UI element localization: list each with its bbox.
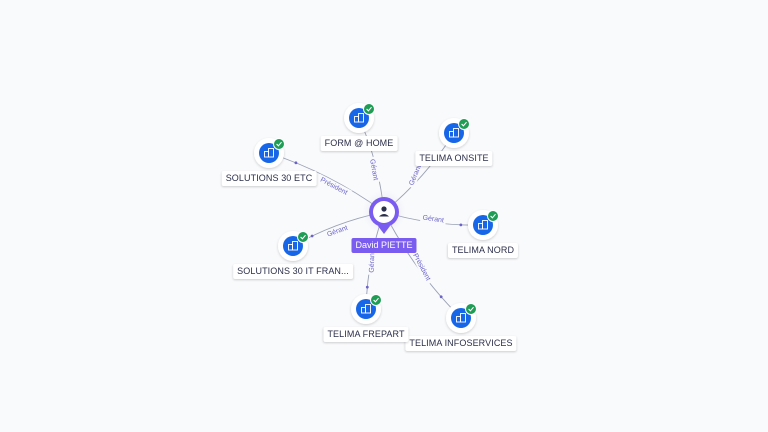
center-person-node[interactable] [362, 190, 406, 234]
company-label-form-home[interactable]: FORM @ HOME [320, 136, 398, 151]
building-icon [361, 304, 371, 314]
company-label-telima-infoservices[interactable]: TELIMA INFOSERVICES [405, 336, 517, 351]
verified-check-icon [273, 138, 285, 150]
verified-check-icon [297, 231, 309, 243]
company-node-form-home[interactable] [344, 103, 375, 133]
edge-label-bg [420, 212, 447, 225]
company-label-telima-onsite[interactable]: TELIMA ONSITE [415, 151, 493, 166]
edge-label-bg [367, 156, 381, 183]
edge-arrow-solutions-30-etc [294, 161, 298, 165]
edge-label-telima-nord: Gérant [422, 215, 444, 225]
company-label-telima-frepart[interactable]: TELIMA FREPART [323, 327, 409, 342]
company-label-solutions-30-etc[interactable]: SOLUTIONS 30 ETC [221, 171, 317, 186]
verified-check-icon [363, 103, 375, 115]
edge-label-bg [406, 161, 424, 189]
edge-arrow-solutions-30-it [310, 234, 314, 238]
verified-check-icon [370, 294, 382, 306]
company-node-telima-infoservices[interactable] [446, 303, 477, 333]
company-node-telima-onsite[interactable] [439, 118, 470, 148]
building-icon [264, 148, 274, 158]
company-label-telima-nord[interactable]: TELIMA NORD [447, 243, 519, 258]
edge-arrow-telima-frepart [365, 285, 369, 289]
company-node-telima-nord[interactable] [468, 210, 499, 240]
edge-label-bg [409, 248, 435, 286]
edge-arrow-telima-nord [459, 223, 463, 227]
company-label-solutions-30-it[interactable]: SOLUTIONS 30 IT FRAN... [233, 264, 353, 279]
edge-label-form-home: Gérant [368, 159, 379, 181]
building-icon [288, 241, 298, 251]
verified-check-icon [458, 118, 470, 130]
center-person-label[interactable]: David PIETTE [351, 238, 417, 253]
verified-check-icon [487, 210, 499, 222]
edge-label-bg [323, 222, 351, 240]
edge-label-bg [367, 248, 377, 275]
company-node-telima-frepart[interactable] [351, 294, 382, 324]
building-icon [456, 313, 466, 323]
edge-label-bg [315, 173, 353, 199]
person-icon [379, 206, 389, 217]
building-icon [354, 113, 364, 123]
edge-arrow-telima-infoservices [439, 295, 443, 299]
verified-check-icon [465, 303, 477, 315]
edge-label-telima-frepart: Gérant [369, 251, 377, 273]
company-node-solutions-30-it[interactable] [278, 231, 309, 261]
company-node-solutions-30-etc[interactable] [254, 138, 285, 168]
building-icon [449, 128, 459, 138]
building-icon [478, 220, 488, 230]
